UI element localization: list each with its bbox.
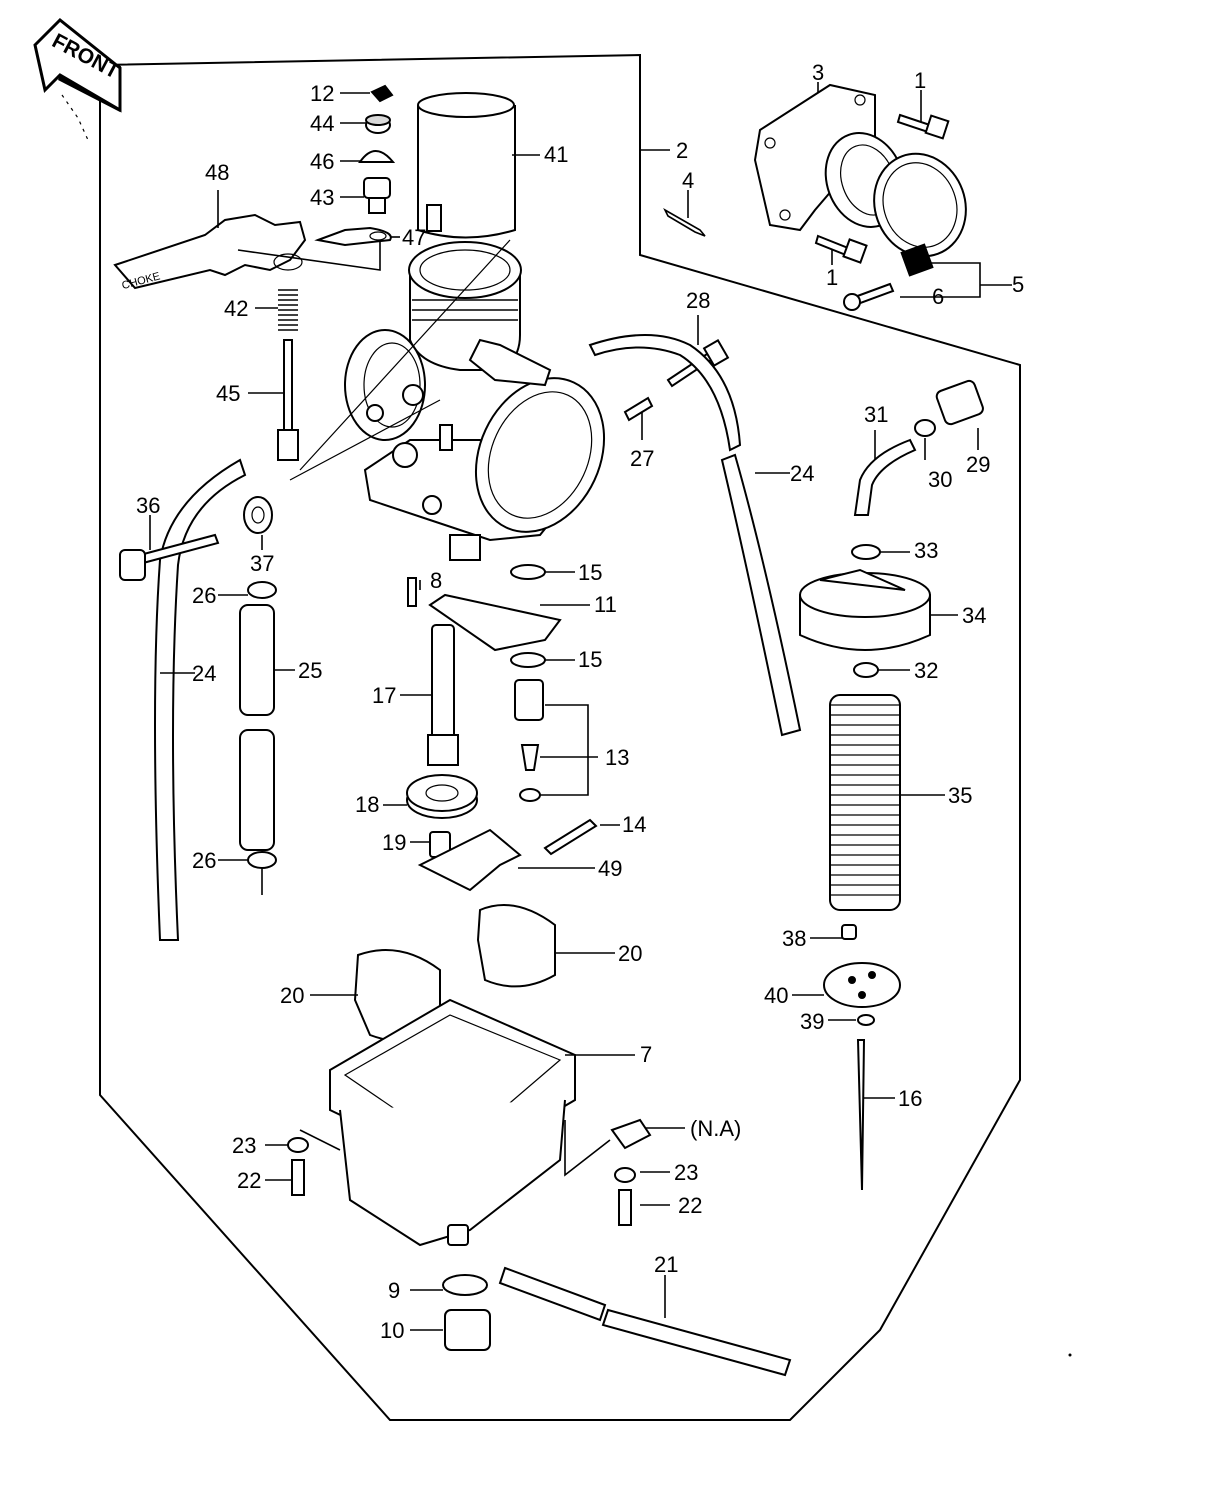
float-bowl bbox=[329, 998, 576, 1247]
bowl-screws bbox=[287, 1118, 652, 1226]
screw-6 bbox=[843, 282, 895, 311]
callout-41: 41 bbox=[544, 142, 568, 167]
callout-labels: 1 1 2 3 4 5 6 7 8 9 10 11 12 13 14 15 15… bbox=[136, 60, 1024, 1343]
float-right bbox=[476, 904, 556, 988]
clip-plate-40 bbox=[823, 924, 901, 1026]
callout-46: 46 bbox=[310, 149, 334, 174]
vent-tube-right bbox=[588, 334, 802, 737]
callout-34: 34 bbox=[962, 603, 986, 628]
callout-23-left: 23 bbox=[232, 1133, 256, 1158]
callout-42: 42 bbox=[224, 296, 248, 321]
callout-30: 30 bbox=[928, 467, 952, 492]
callout-2: 2 bbox=[676, 138, 688, 163]
callout-23-right: 23 bbox=[674, 1160, 698, 1185]
pin-14 bbox=[543, 818, 598, 856]
callout-29: 29 bbox=[966, 452, 990, 477]
carburetor-body bbox=[344, 241, 606, 561]
callout-19: 19 bbox=[382, 830, 406, 855]
top-small-parts bbox=[314, 84, 396, 247]
callout-48: 48 bbox=[205, 160, 229, 185]
callout-43: 43 bbox=[310, 185, 334, 210]
callout-14: 14 bbox=[622, 812, 646, 837]
callout-32: 32 bbox=[914, 658, 938, 683]
callout-20-left: 20 bbox=[280, 983, 304, 1008]
callout-17: 17 bbox=[372, 683, 396, 708]
callout-31: 31 bbox=[864, 402, 888, 427]
stray-dot bbox=[1068, 1353, 1072, 1357]
air-screw bbox=[623, 396, 654, 422]
callout-24-left: 24 bbox=[192, 661, 216, 686]
bolt-lower bbox=[814, 234, 868, 264]
hose-clamp bbox=[873, 152, 967, 277]
jet-needle-holder bbox=[277, 289, 299, 461]
washer-37 bbox=[243, 496, 273, 534]
callout-26-upper: 26 bbox=[192, 583, 216, 608]
drain-plug bbox=[442, 1274, 491, 1351]
jet-needle-16 bbox=[856, 1039, 866, 1191]
callout-5: 5 bbox=[1012, 272, 1024, 297]
nut-32 bbox=[853, 662, 879, 678]
float-pivot-plate bbox=[428, 593, 562, 652]
float-arm-49 bbox=[417, 828, 522, 892]
callout-22-right: 22 bbox=[678, 1193, 702, 1218]
callout-36: 36 bbox=[136, 493, 160, 518]
elbow-fitting-31 bbox=[853, 438, 917, 516]
callout-1-upper: 1 bbox=[914, 68, 926, 93]
callout-18: 18 bbox=[355, 792, 379, 817]
short-hose bbox=[239, 581, 277, 869]
callout-16: 16 bbox=[898, 1086, 922, 1111]
callout-9: 9 bbox=[388, 1278, 400, 1303]
idle-screw bbox=[119, 533, 220, 581]
callout-15-lower: 15 bbox=[578, 647, 602, 672]
choke-lever: CHOKE bbox=[113, 213, 307, 292]
cotter-pin bbox=[663, 207, 706, 237]
callout-49: 49 bbox=[598, 856, 622, 881]
callout-47: 47 bbox=[402, 225, 426, 250]
bolt-upper bbox=[896, 113, 950, 140]
float-valve bbox=[514, 679, 544, 802]
callout-25: 25 bbox=[298, 658, 322, 683]
callout-26-lower: 26 bbox=[192, 848, 216, 873]
callout-4: 4 bbox=[682, 168, 694, 193]
callout-13: 13 bbox=[605, 745, 629, 770]
callout-1-lower: 1 bbox=[826, 265, 838, 290]
throttle-valve bbox=[417, 92, 516, 239]
callout-24-right: 24 bbox=[790, 461, 814, 486]
callout-11: 11 bbox=[594, 592, 617, 617]
callout-40: 40 bbox=[764, 983, 788, 1008]
callout-27: 27 bbox=[630, 446, 654, 471]
callout-na: (N.A) bbox=[690, 1116, 741, 1141]
jet-holder-18 bbox=[406, 774, 478, 819]
callout-22-left: 22 bbox=[237, 1168, 261, 1193]
cap-34 bbox=[799, 568, 931, 651]
callout-12: 12 bbox=[310, 81, 334, 106]
starter-plunger-cap bbox=[914, 379, 984, 437]
spring-35 bbox=[829, 694, 901, 911]
callout-7: 7 bbox=[640, 1042, 652, 1067]
assembly-boundary bbox=[99, 53, 1021, 1421]
callout-38: 38 bbox=[782, 926, 806, 951]
needle-jet bbox=[427, 624, 459, 766]
washer-33 bbox=[851, 544, 881, 560]
callout-21: 21 bbox=[654, 1252, 678, 1277]
callout-39: 39 bbox=[800, 1009, 824, 1034]
front-arrow: FRONT bbox=[33, 17, 123, 141]
leader-lines bbox=[149, 82, 1012, 1331]
callout-8: 8 bbox=[430, 568, 442, 593]
callout-28: 28 bbox=[686, 288, 710, 313]
callout-20-right: 20 bbox=[618, 941, 642, 966]
callout-37: 37 bbox=[250, 551, 274, 576]
callout-15-upper: 15 bbox=[578, 560, 602, 585]
callout-45: 45 bbox=[216, 381, 240, 406]
callout-44: 44 bbox=[310, 111, 334, 136]
callout-33: 33 bbox=[914, 538, 938, 563]
callout-3: 3 bbox=[812, 60, 824, 85]
callout-6: 6 bbox=[932, 284, 944, 309]
callout-35: 35 bbox=[948, 783, 972, 808]
callout-10: 10 bbox=[380, 1318, 404, 1343]
drain-tube bbox=[498, 1266, 792, 1377]
small-screw-8 bbox=[407, 577, 417, 607]
